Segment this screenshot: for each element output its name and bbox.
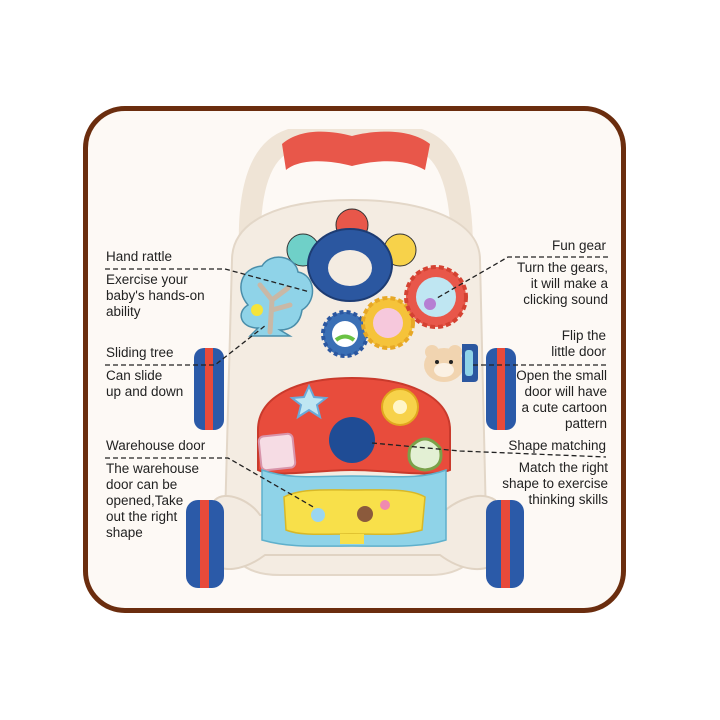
wheel-front-left: [186, 500, 224, 588]
wheel-back-right: [486, 348, 516, 430]
wheel-front-right: [486, 500, 524, 588]
callout-shape-matching-description: Match the right shape to exercise thinki…: [502, 460, 608, 507]
teether-rattle: [286, 208, 417, 302]
wheel-back-left: [194, 348, 224, 430]
callout-sliding-tree-title: Sliding tree: [106, 345, 174, 360]
callout-flip-door-title: Flip the little door: [551, 328, 606, 359]
bear-flip-door: [424, 344, 478, 382]
shape-sorter-panel: [257, 376, 451, 475]
leader-shape-matching: [371, 442, 607, 458]
callout-fun-gear-title: Fun gear: [551, 238, 606, 253]
callout-warehouse-door-title: Warehouse door: [106, 438, 206, 453]
callout-fun-gear-description: Turn the gears, it will make a clicking …: [516, 260, 608, 307]
callout-warehouse-door-description: The warehouse door can be opened,Take ou…: [106, 461, 200, 540]
gears: [321, 265, 468, 358]
callout-sliding-tree-description: Can slide up and down: [106, 368, 184, 399]
callout-flip-door-description: Open the small door will have a cute car…: [516, 368, 607, 431]
handle: [238, 129, 473, 261]
leader-fun-gear: [436, 256, 608, 299]
leader-sliding-tree: [105, 324, 267, 366]
callout-hand-rattle-title: Hand rattle: [106, 249, 173, 264]
callout-shape-matching-title: Shape matching: [508, 438, 606, 453]
sliding-tree: [240, 256, 314, 337]
warehouse-drawer: [261, 468, 447, 547]
leader-warehouse-door: [105, 457, 316, 509]
callout-hand-rattle-description: Exercise your baby's hands-on ability: [106, 272, 205, 319]
leader-hand-rattle: [105, 268, 311, 293]
